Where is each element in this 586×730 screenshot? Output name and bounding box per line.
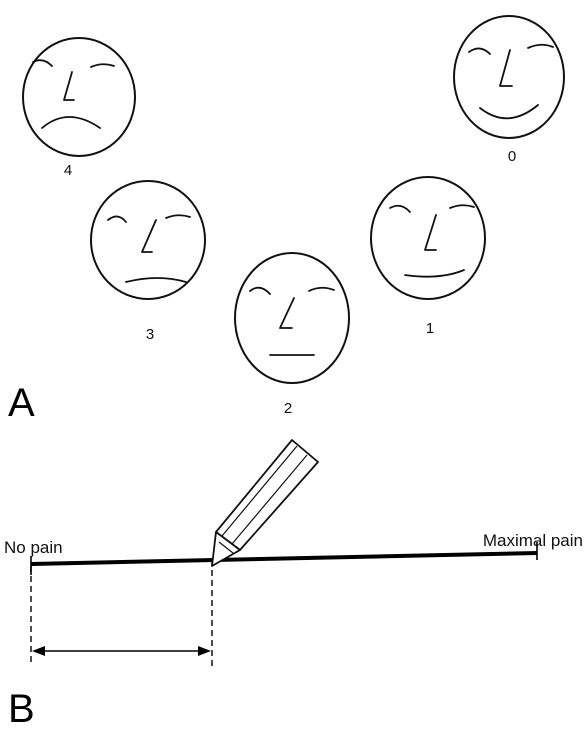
face-2-score: 2 — [284, 400, 292, 417]
face-1 — [371, 177, 485, 299]
face-3-score: 3 — [146, 326, 154, 343]
face-0 — [454, 16, 564, 138]
face-2 — [235, 253, 349, 383]
face-3 — [91, 181, 205, 299]
face-4-score: 4 — [64, 162, 72, 179]
pencil-icon — [212, 440, 318, 566]
panel-b-label: B — [8, 687, 35, 730]
double-arrow-icon — [32, 646, 211, 656]
vas-scale-line[interactable] — [31, 553, 537, 564]
panel-a-label: A — [8, 381, 35, 425]
vas-left-label: No pain — [4, 538, 63, 557]
face-0-score: 0 — [508, 148, 516, 165]
face-4 — [23, 38, 135, 156]
face-1-score: 1 — [426, 320, 434, 337]
vas-right-label: Maximal pain — [483, 531, 583, 550]
